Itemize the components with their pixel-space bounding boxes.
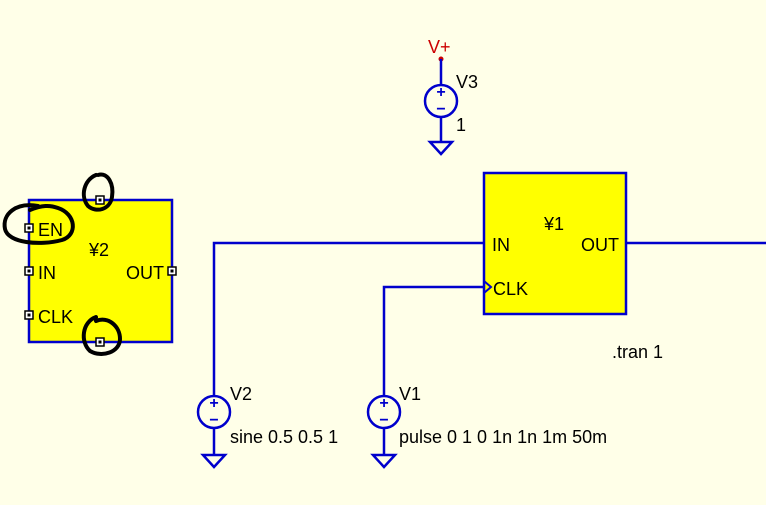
annotation-circle-en bbox=[2, 203, 75, 245]
wires bbox=[212, 241, 766, 396]
source-v2-ref: V2 bbox=[230, 384, 252, 404]
block-y2[interactable]: ¥2 EN IN CLK OUT bbox=[24, 195, 177, 347]
pin-label-clk: CLK bbox=[38, 307, 73, 327]
pin-bottom[interactable] bbox=[95, 337, 105, 347]
pin-label-out: OUT bbox=[581, 235, 619, 255]
source-v1-value: pulse 0 1 0 1n 1n 1m 50m bbox=[399, 427, 607, 447]
block-y2-ref: ¥2 bbox=[88, 240, 109, 260]
minus-sign: − bbox=[436, 101, 445, 118]
pin-out[interactable] bbox=[167, 266, 177, 276]
block-y1[interactable]: ¥1 IN CLK OUT bbox=[482, 171, 628, 316]
clock-input-icon bbox=[483, 280, 493, 294]
plus-sign: + bbox=[379, 395, 388, 412]
pin-label-clk: CLK bbox=[493, 279, 528, 299]
block-y1-body bbox=[482, 171, 628, 316]
source-v1-ref: V1 bbox=[399, 384, 421, 404]
pin-label-en: EN bbox=[38, 220, 63, 240]
ground-icon bbox=[427, 140, 455, 156]
net-label-vplus: V+ bbox=[428, 37, 451, 57]
hand-drawn-annotations bbox=[2, 172, 123, 356]
pin-in[interactable] bbox=[24, 266, 34, 276]
spice-directive[interactable]: .tran 1 bbox=[612, 342, 663, 362]
pin-clk[interactable] bbox=[24, 310, 34, 320]
annotation-circle-top bbox=[81, 172, 115, 212]
pin-top[interactable] bbox=[95, 195, 105, 205]
pin-label-in: IN bbox=[492, 235, 510, 255]
plus-sign: + bbox=[209, 395, 218, 412]
ground-icon bbox=[200, 453, 228, 469]
source-v3[interactable]: V+ + − V3 1 bbox=[423, 37, 478, 156]
source-v2-value: sine 0.5 0.5 1 bbox=[230, 427, 338, 447]
wire-in-net bbox=[212, 241, 484, 396]
source-v1[interactable]: + − V1 pulse 0 1 0 1n 1n 1m 50m bbox=[366, 384, 607, 469]
block-y1-ref: ¥1 bbox=[543, 214, 564, 234]
pin-label-in: IN bbox=[38, 263, 56, 283]
pin-label-out: OUT bbox=[126, 263, 164, 283]
pin-en[interactable] bbox=[24, 223, 34, 233]
ground-icon bbox=[370, 453, 398, 469]
wire-clk-net bbox=[382, 285, 484, 396]
source-v2[interactable]: + − V2 sine 0.5 0.5 1 bbox=[196, 384, 338, 469]
plus-sign: + bbox=[436, 84, 445, 101]
minus-sign: − bbox=[209, 412, 218, 429]
annotation-circle-bottom bbox=[81, 315, 123, 356]
minus-sign: − bbox=[379, 412, 388, 429]
source-v3-ref: V3 bbox=[456, 72, 478, 92]
source-v3-value: 1 bbox=[456, 115, 466, 135]
